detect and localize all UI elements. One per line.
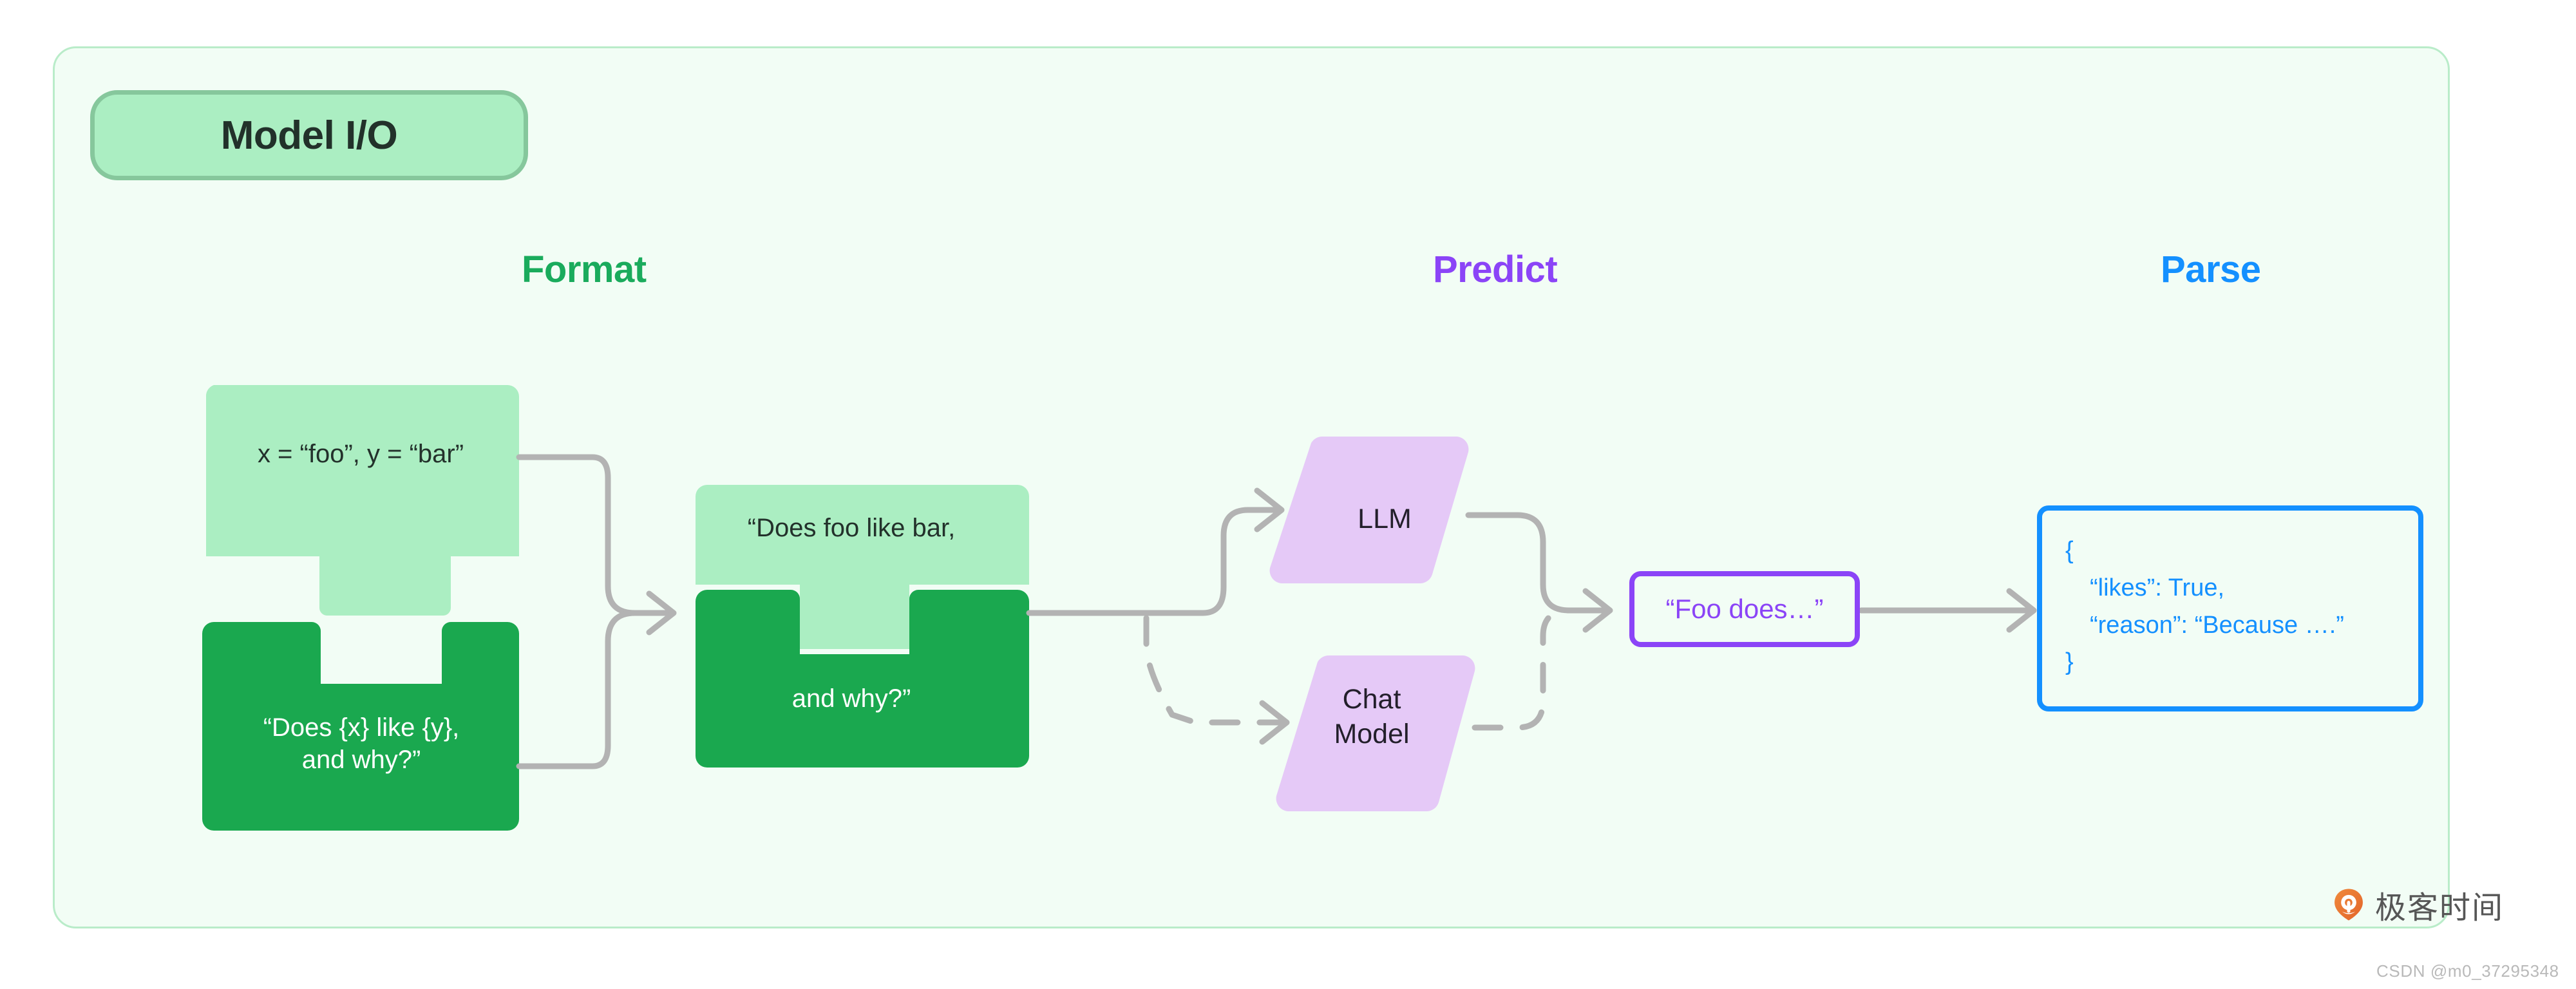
llm-label: LLM — [1358, 504, 1412, 534]
json-line: } — [2065, 648, 2074, 676]
merged-piece-bottom-label: and why?” — [791, 684, 911, 713]
json-line: “reason”: “Because ….” — [2090, 611, 2344, 639]
json-line: “likes”: True, — [2090, 574, 2225, 601]
watermark: 极客时间 — [2331, 882, 2504, 927]
model-io-badge: Model I/O — [90, 90, 528, 180]
variables-piece-label: x = “foo”, y = “bar” — [257, 440, 464, 468]
template-piece-label: “Does {x} like {y}, and why?” — [263, 713, 460, 774]
heading-format: Format — [522, 249, 647, 290]
watermark-brand-label: 极客时间 — [2375, 890, 2505, 926]
prediction-output-box: “Foo does…” — [1629, 571, 1860, 647]
json-line: { — [2065, 537, 2074, 564]
heading-predict: Predict — [1433, 249, 1558, 290]
merged-piece-top-label: “Does foo like bar, — [747, 514, 956, 542]
heading-parse: Parse — [2161, 249, 2261, 290]
geektime-logo-icon — [2334, 889, 2363, 921]
chat-model-label: Chat Model — [1334, 684, 1410, 749]
prediction-output-label: “Foo does…” — [1665, 594, 1824, 624]
model-io-badge-label: Model I/O — [220, 113, 398, 158]
parsed-json-box: { “likes”: True, “reason”: “Because ….” … — [2037, 505, 2423, 711]
watermark-credit: CSDN @m0_37295348 — [2376, 961, 2559, 981]
